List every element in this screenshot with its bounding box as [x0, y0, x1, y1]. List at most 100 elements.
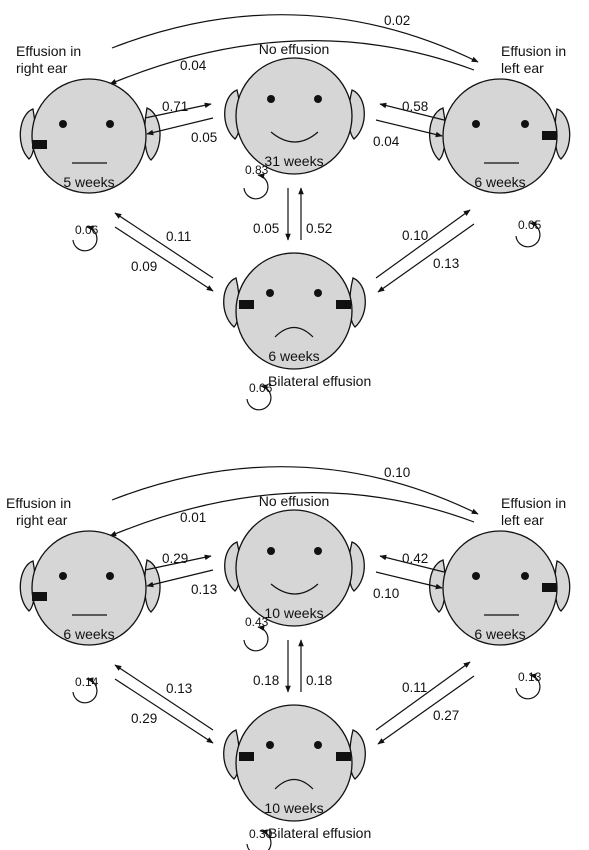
loop-arrow — [243, 625, 269, 652]
face-mouth-smile — [270, 583, 319, 595]
diagram-1: 0.02 0.04 5 weeks Effusion in right ear … — [16, 13, 571, 411]
rate-bilateral-to-no: 0.52 — [306, 221, 332, 236]
state-label-line2: left ear — [501, 60, 544, 76]
loop-rate: 0.30 — [249, 827, 273, 841]
rate-bilateral-to-left: 0.10 — [402, 228, 428, 243]
arrow-right-to-no — [144, 554, 212, 571]
face-eye — [266, 741, 274, 749]
state-label-line1: Effusion in — [6, 495, 71, 511]
arrow-bilateral-to-left — [375, 661, 471, 731]
earplug-icon — [542, 131, 557, 140]
arrow-left-to-bilateral — [377, 675, 475, 745]
loop-arrow — [515, 221, 541, 248]
state-bilateral: 10 weeks Bilateral effusion — [223, 704, 371, 841]
face-eye — [267, 547, 275, 555]
arrow-left-to-right — [109, 40, 475, 85]
state-duration: 10 weeks — [264, 605, 323, 621]
rate-bilateral-to-left: 0.11 — [402, 680, 427, 695]
state-label-line2: left ear — [501, 512, 544, 528]
arrow-no-to-left — [375, 119, 443, 138]
face-eye — [314, 289, 322, 297]
face-mouth-frown — [274, 778, 314, 790]
face-eye — [521, 120, 529, 128]
arrow-right-to-left — [111, 14, 479, 63]
state-left-ear: 6 weeks Effusion in left ear — [428, 43, 571, 194]
rate-left-to-right: 0.04 — [180, 58, 207, 73]
face-eye — [314, 547, 322, 555]
arrow-left-to-no — [379, 554, 445, 573]
loop-rate: 0.06 — [75, 223, 99, 237]
state-label-line1: Effusion in — [501, 495, 566, 511]
rate-right-to-no: 0.71 — [162, 99, 188, 114]
state-label: No effusion — [259, 41, 330, 57]
state-label-line2: right ear — [16, 60, 68, 76]
face-eye — [472, 572, 480, 580]
rate-right-to-bilateral: 0.29 — [131, 711, 157, 726]
arrow-right-to-bilateral — [114, 678, 214, 744]
rate-no-to-bilateral: 0.18 — [253, 673, 279, 688]
face-eye — [106, 572, 114, 580]
rate-left-to-right: 0.01 — [180, 510, 206, 525]
loop-arrow — [72, 225, 98, 252]
earplug-icon — [542, 583, 557, 592]
state-duration: 6 weeks — [474, 626, 525, 642]
self-loop-bilateral: 0.06 — [246, 381, 273, 411]
face-eye — [472, 120, 480, 128]
loop-arrow — [72, 677, 98, 704]
rate-no-to-bilateral: 0.05 — [253, 221, 279, 236]
face-head — [235, 704, 353, 822]
self-loop-left-ear: 0.05 — [515, 218, 542, 248]
self-loop-right-ear: 0.14 — [72, 675, 99, 704]
rate-left-to-no: 0.58 — [402, 99, 428, 114]
rate-no-to-right: 0.13 — [191, 582, 217, 597]
arrow-no-to-right — [146, 117, 214, 136]
arrow-no-to-left — [375, 571, 443, 590]
arrow-right-to-left — [111, 466, 479, 515]
state-bilateral: 6 weeks Bilateral effusion — [223, 252, 371, 389]
rate-right-to-bilateral: 0.09 — [131, 259, 157, 274]
earplug-icon — [239, 300, 254, 309]
rate-left-to-no: 0.42 — [402, 551, 428, 566]
earplug-icon — [239, 752, 254, 761]
earplug-icon — [336, 752, 351, 761]
loop-arrow — [515, 673, 541, 700]
rate-bilateral-to-right: 0.13 — [166, 681, 192, 696]
arrow-no-to-right — [146, 569, 214, 588]
loop-arrow — [243, 173, 269, 200]
state-label-line1: Effusion in — [501, 43, 566, 59]
arrow-bilateral-to-right — [114, 212, 214, 279]
state-label: Bilateral effusion — [268, 373, 371, 389]
arrow-left-to-no — [379, 102, 445, 121]
arrow-bilateral-to-left — [375, 209, 471, 279]
arrow-left-to-right — [109, 492, 475, 537]
state-duration: 6 weeks — [474, 174, 525, 190]
state-duration: 31 weeks — [264, 153, 323, 169]
face-ear-right — [349, 277, 366, 328]
face-head — [31, 78, 147, 194]
face-head — [31, 530, 147, 646]
rate-no-to-right: 0.05 — [191, 130, 217, 145]
face-eye — [59, 120, 67, 128]
rate-bilateral-to-no: 0.18 — [306, 673, 332, 688]
state-label-line2: right ear — [16, 512, 68, 528]
face-eye — [59, 572, 67, 580]
face-eye — [314, 95, 322, 103]
loop-rate: 0.43 — [245, 615, 269, 629]
loop-rate: 0.05 — [518, 218, 542, 232]
loop-arrow — [246, 384, 272, 411]
state-label-line1: Effusion in — [16, 43, 81, 59]
rate-right-to-left: 0.02 — [384, 13, 410, 28]
state-duration: 10 weeks — [264, 800, 323, 816]
state-label: No effusion — [259, 493, 330, 509]
state-duration: 6 weeks — [63, 626, 114, 642]
rate-bilateral-to-right: 0.11 — [166, 229, 191, 244]
rate-left-to-bilateral: 0.27 — [433, 708, 459, 723]
face-eye — [106, 120, 114, 128]
face-mouth-frown — [274, 326, 314, 338]
arrow-bilateral-to-right — [114, 664, 214, 731]
self-loop-bilateral: 0.30 — [246, 827, 273, 850]
face-head — [235, 252, 353, 370]
face-eye — [314, 741, 322, 749]
rate-right-to-no: 0.29 — [162, 551, 188, 566]
